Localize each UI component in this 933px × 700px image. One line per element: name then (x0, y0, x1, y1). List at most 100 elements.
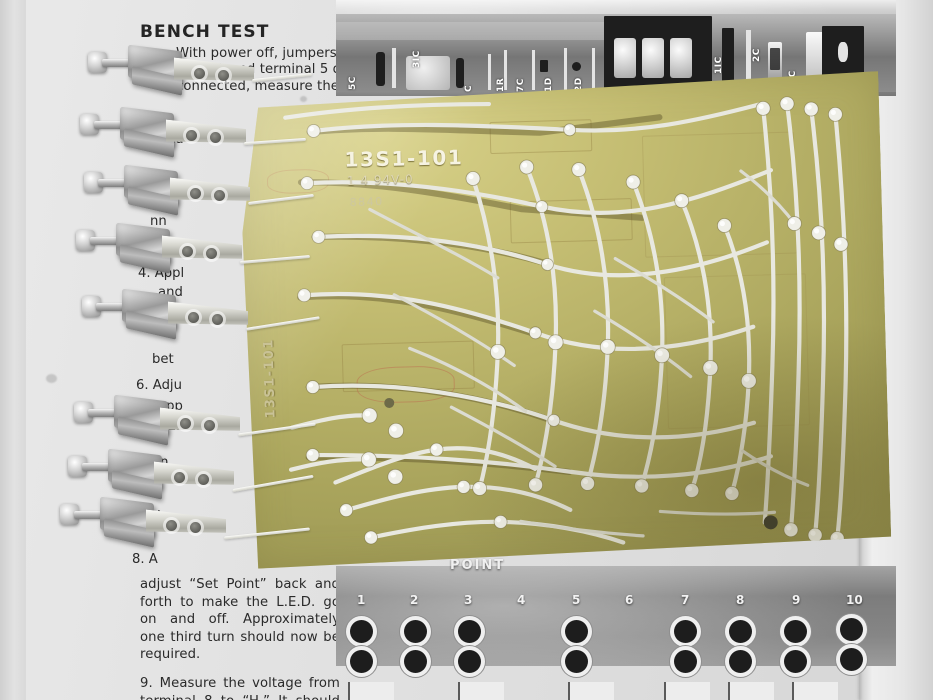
terminal-strip-photo (336, 566, 896, 666)
terminal-tab-hole (186, 130, 197, 141)
terminal-tab-hole (210, 132, 221, 143)
paper-speck (300, 96, 307, 102)
photo-label-5C: 5C (348, 76, 358, 90)
photo-component-can (406, 56, 450, 90)
paper-left-edge (0, 0, 26, 700)
terminal-hole (840, 648, 863, 671)
terminal-hole (784, 620, 807, 643)
paper-speck (46, 374, 57, 383)
photo-label-2C: 2C (752, 48, 762, 62)
photo-component-lead (488, 54, 491, 90)
terminal-hole (674, 650, 697, 673)
strip-tab (568, 682, 614, 700)
terminal-hole (729, 620, 752, 643)
photo-component-ic (722, 28, 734, 86)
terminal-number-1: 1 (357, 593, 366, 607)
terminal-tab-hole (214, 190, 225, 201)
pcb-part-number: 13S1-101 (344, 145, 464, 172)
terminal-number-7: 7 (681, 593, 690, 607)
photo-label-1IC: 1IC (714, 56, 724, 74)
terminal-tab-hole (218, 70, 229, 81)
terminal-hole (458, 650, 481, 673)
screw-shaft (74, 511, 108, 519)
pcb-ul-marking: 1 4 94V-0 (346, 172, 414, 189)
strip-tab (664, 682, 710, 700)
screw-shaft (102, 59, 136, 67)
screw-head (74, 402, 93, 423)
terminal-number-6: 6 (625, 593, 634, 607)
manual-fragment: nn (150, 214, 167, 229)
photo-component-lead (504, 50, 507, 90)
screw-shaft (90, 237, 124, 245)
screw-head (82, 296, 101, 317)
manual-paragraph: adjust “Set Point” back and forth to mak… (140, 577, 340, 663)
photo-component-capacitor (376, 52, 385, 86)
terminal-number-4: 4 (517, 593, 526, 607)
photo-label-3IC: 3IC (412, 50, 422, 68)
photo-component-ic-mark (838, 42, 848, 62)
screw-shaft (94, 121, 128, 129)
pcb-date-code: 8840 (349, 195, 384, 209)
terminal-number-5: 5 (572, 593, 581, 607)
screw-head (68, 456, 87, 477)
photo-component-trimmer-slot (770, 48, 780, 70)
terminal-hole (458, 620, 481, 643)
terminal-tab-hole (194, 68, 205, 79)
photo-component-diode (540, 60, 548, 72)
terminal-tab-hole (190, 522, 201, 533)
terminal-tab-hole (180, 418, 191, 429)
strip-tab (348, 682, 394, 700)
photo-highlight (336, 22, 636, 40)
terminal-hole (350, 650, 373, 673)
photo-component-lead (392, 48, 396, 88)
manual-fragment: bet (152, 352, 174, 367)
terminal-hole (404, 620, 427, 643)
terminal-number-2: 2 (410, 593, 419, 607)
photo-label-C: C (464, 84, 474, 92)
terminal-hole (784, 650, 807, 673)
photo-component-diode (572, 62, 581, 71)
terminal-hole (565, 650, 588, 673)
manual-intro-line: connected, measure the fol- (176, 78, 365, 94)
manual-fragment: 8. A (132, 552, 158, 567)
screw-head (84, 172, 103, 193)
screw-head (88, 52, 107, 73)
terminal-hole (674, 620, 697, 643)
photo-component-lead (564, 48, 567, 90)
strip-tab (458, 682, 504, 700)
manual-intro-line: With power off, jumpers re- (176, 46, 360, 61)
printed-circuit-board: 13S1-101 1 4 94V-0 8840 13S1-101 (238, 71, 891, 569)
screw-head (60, 504, 79, 525)
manual-bottom-block: adjust “Set Point” back and forth to mak… (140, 576, 340, 700)
component-side-photo: 5C 3IC C 1R 7C 1D 2D 1IC 2C 2IC (336, 0, 896, 96)
pcb-traces (238, 71, 891, 569)
manual-paragraph: 9. Measure the voltage from terminal 8 t… (140, 675, 340, 700)
photo-component-lead (746, 30, 751, 86)
terminal-tab-hole (182, 246, 193, 257)
terminal-number-9: 9 (792, 593, 801, 607)
photo-label-1R: 1R (496, 77, 506, 92)
screw-shaft (82, 463, 116, 471)
screw-shaft (98, 179, 132, 187)
manual-fragment: 6. Adju (136, 378, 182, 393)
strip-tab (792, 682, 838, 700)
terminal-photo-gradient (336, 566, 896, 666)
photo-component-lead (592, 48, 595, 90)
terminal-tab-hole (212, 314, 223, 325)
terminal-tab-hole (174, 472, 185, 483)
terminal-hole (840, 618, 863, 641)
photo-component-screw (614, 38, 636, 78)
screw-head (80, 114, 99, 135)
terminal-number-8: 8 (736, 593, 745, 607)
terminal-tab-hole (190, 188, 201, 199)
photo-label-7C: 7C (516, 78, 526, 92)
photo-component-screw (642, 38, 664, 78)
terminal-tab-hole (206, 248, 217, 259)
screw-head (76, 230, 95, 251)
terminal-tab-hole (198, 474, 209, 485)
point-label: POINT (450, 558, 506, 573)
photo-component-capacitor (456, 58, 464, 88)
terminal-tab-hole (166, 520, 177, 531)
photo-label-1D: 1D (544, 77, 554, 92)
terminal-hole (729, 650, 752, 673)
